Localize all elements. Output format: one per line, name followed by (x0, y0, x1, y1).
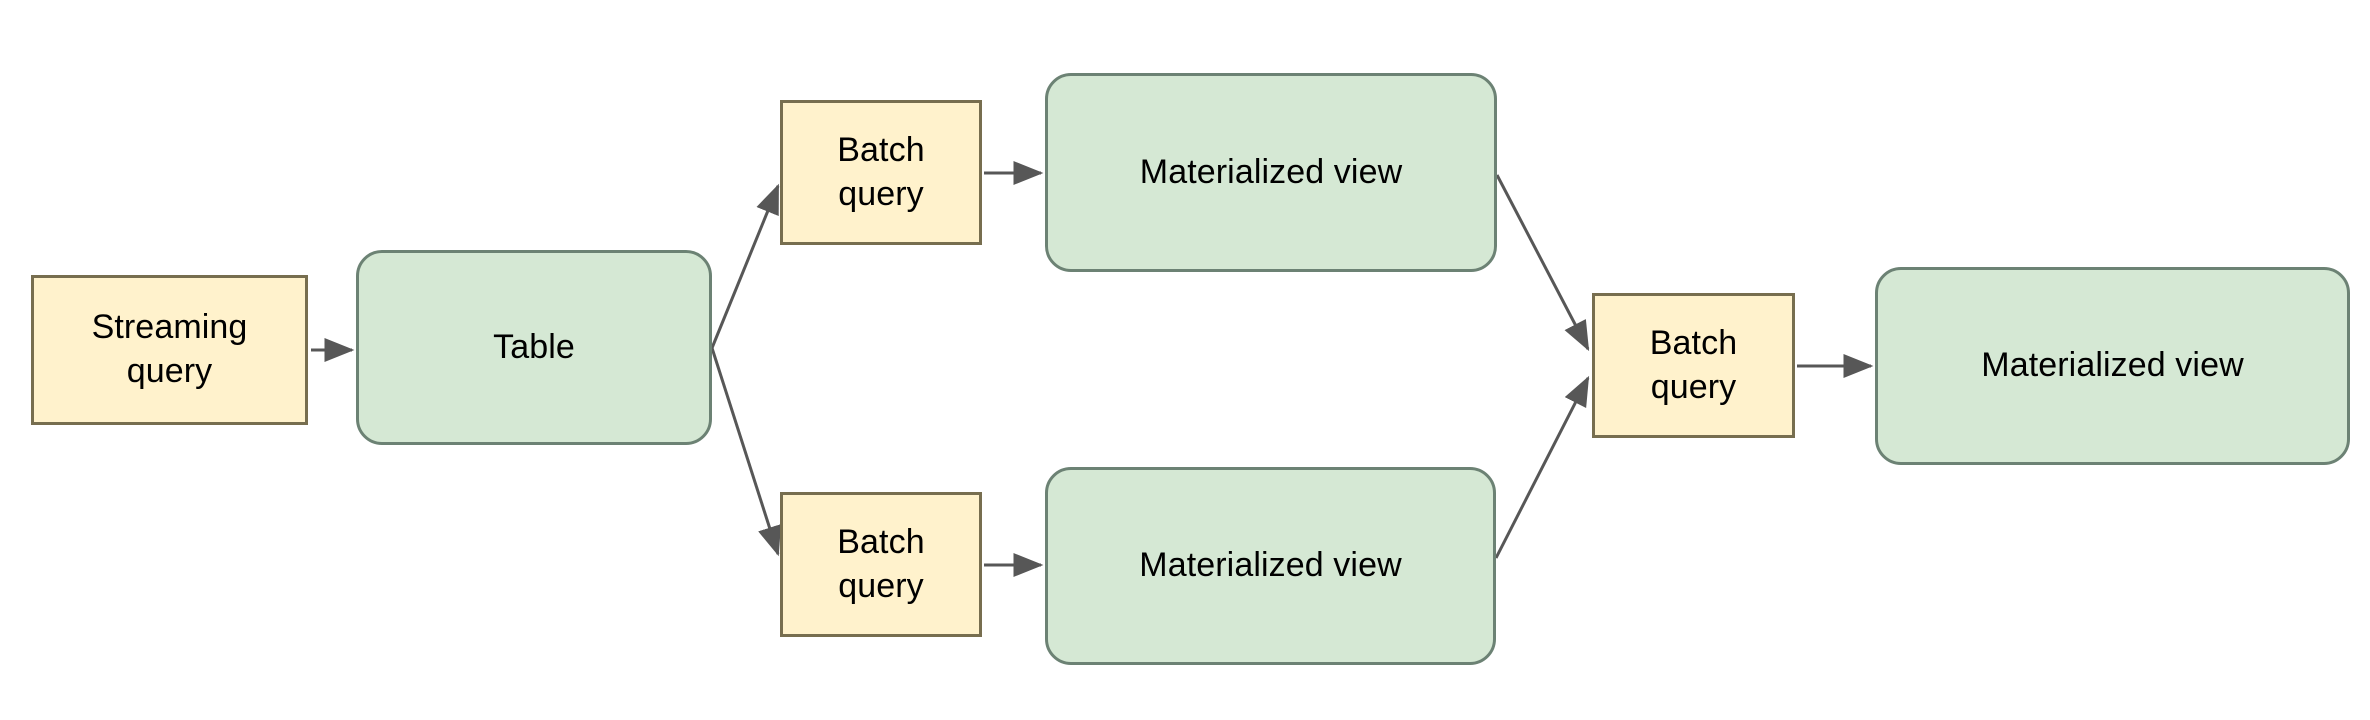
node-label-table: Table (493, 327, 575, 366)
node-label-batch-query-bottom: Batch query (837, 522, 925, 605)
node-materialized-view-top[interactable]: Materialized view (1045, 73, 1497, 272)
node-batch-query-top[interactable]: Batch query (780, 100, 982, 245)
node-label-batch-query-top: Batch query (837, 130, 925, 213)
node-streaming-query[interactable]: Streaming query (31, 275, 308, 425)
node-batch-query-bottom[interactable]: Batch query (780, 492, 982, 637)
node-materialized-view-bottom[interactable]: Materialized view (1045, 467, 1496, 665)
edge-table-to-batch-bottom (710, 347, 782, 557)
edge-table-to-batch-top (710, 183, 780, 349)
node-label-streaming-query: Streaming query (91, 308, 248, 390)
node-label-materialized-view-bottom: Materialized view (1139, 546, 1402, 585)
edge-mv-top-to-batch-center (1495, 174, 1590, 352)
node-table[interactable]: Table (356, 250, 712, 445)
node-materialized-view-right[interactable]: Materialized view (1875, 267, 2350, 465)
node-batch-query-center[interactable]: Batch query (1592, 293, 1795, 438)
node-label-materialized-view-right: Materialized view (1981, 346, 2244, 385)
node-label-batch-query-center: Batch query (1649, 323, 1738, 406)
node-label-materialized-view-top: Materialized view (1139, 152, 1403, 191)
edge-mv-bottom-to-batch-center (1494, 375, 1590, 559)
